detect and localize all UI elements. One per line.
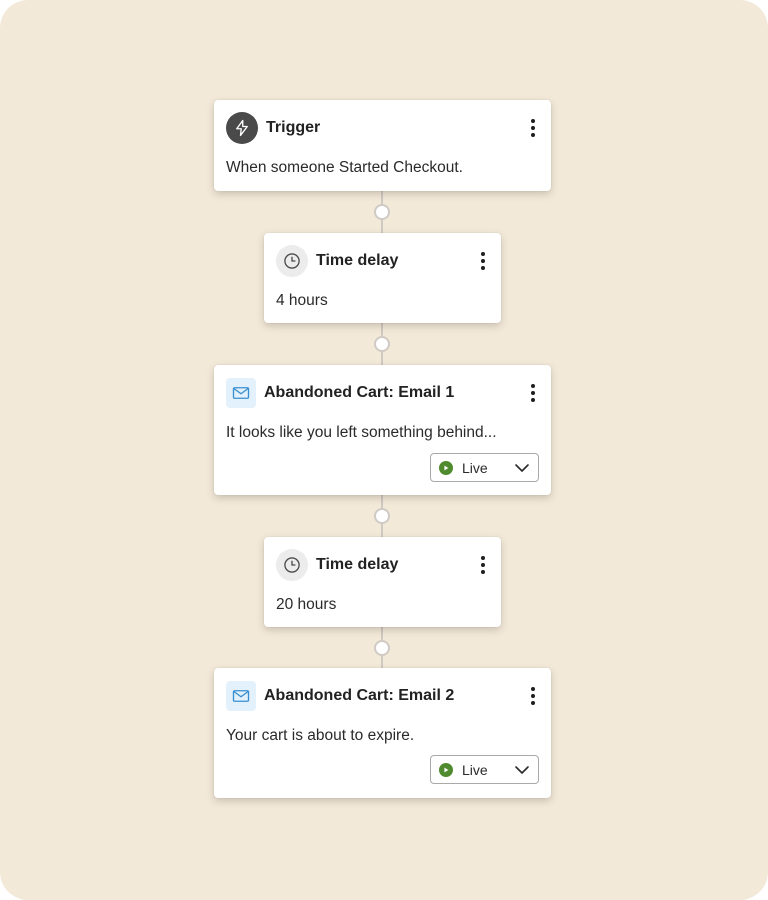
mail-icon	[226, 681, 256, 711]
trigger-description: When someone Started Checkout.	[226, 159, 463, 176]
add-step-node[interactable]	[374, 640, 390, 656]
lightning-icon	[226, 112, 258, 144]
email-preview: Your cart is about to expire.	[226, 727, 415, 744]
email-title: Abandoned Cart: Email 1	[264, 384, 455, 401]
time-delay-card[interactable]: Time delay 4 hours	[264, 233, 501, 323]
time-delay-value: 4 hours	[276, 292, 328, 309]
time-delay-value: 20 hours	[276, 596, 337, 613]
live-status-icon	[439, 460, 453, 475]
trigger-title: Trigger	[266, 119, 321, 136]
time-delay-title: Time delay	[316, 556, 399, 573]
status-label: Live	[462, 761, 488, 778]
more-options-icon[interactable]	[525, 687, 541, 705]
clock-icon	[276, 245, 308, 277]
clock-icon	[276, 549, 308, 581]
email-title: Abandoned Cart: Email 2	[264, 687, 455, 704]
status-dropdown[interactable]: Live	[430, 755, 539, 784]
more-options-icon[interactable]	[525, 119, 541, 137]
chevron-down-icon	[514, 763, 530, 781]
email-card[interactable]: Abandoned Cart: Email 2 Your cart is abo…	[214, 668, 551, 798]
live-status-icon	[439, 762, 453, 777]
email-card[interactable]: Abandoned Cart: Email 1 It looks like yo…	[214, 365, 551, 495]
more-options-icon[interactable]	[525, 384, 541, 402]
mail-icon	[226, 378, 256, 408]
more-options-icon[interactable]	[475, 556, 491, 574]
time-delay-title: Time delay	[316, 252, 399, 269]
add-step-node[interactable]	[374, 508, 390, 524]
status-label: Live	[462, 459, 488, 476]
add-step-node[interactable]	[374, 204, 390, 220]
email-preview: It looks like you left something behind.…	[226, 424, 497, 441]
more-options-icon[interactable]	[475, 252, 491, 270]
status-dropdown[interactable]: Live	[430, 453, 539, 482]
trigger-card[interactable]: Trigger When someone Started Checkout.	[214, 100, 551, 191]
add-step-node[interactable]	[374, 336, 390, 352]
chevron-down-icon	[514, 461, 530, 479]
time-delay-card[interactable]: Time delay 20 hours	[264, 537, 501, 627]
